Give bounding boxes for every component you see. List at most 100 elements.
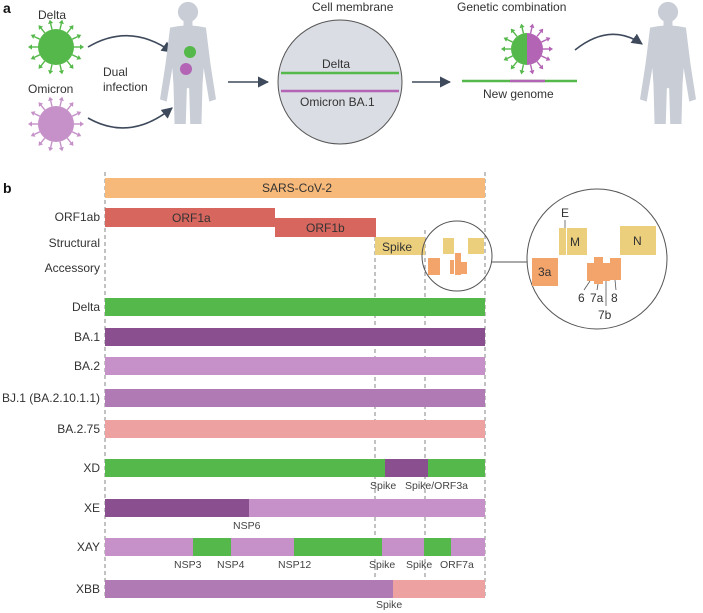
panel-a: a Delta Omicron Dual infection Cell memb… [3,0,696,152]
bj1-genome-bar [105,389,485,407]
xay-nsp12-label: NSP12 [278,559,311,571]
host-omicron-dot [180,63,192,75]
zoom-e-label: E [561,206,569,220]
sars-cov-2-label: SARS-CoV-2 [262,181,332,195]
xbb-bj1-segment [105,580,393,598]
zoom-7b-label: 7b [598,308,612,322]
zoom-8-block [610,258,621,280]
zoom-7a-label: 7a [590,291,604,305]
infected-host-icon [160,1,216,125]
orf1ab-row-label: ORF1ab [55,210,101,224]
omicron-virus-icon [28,96,84,152]
arrow-delta-to-host [87,34,173,53]
new-genome-label: New genome [483,87,554,101]
host-delta-dot [184,46,196,58]
panel-a-label: a [3,0,11,16]
zoom-n-label: N [633,234,642,248]
xd-spike-label: Spike [370,480,396,492]
zoom-m-block [567,228,587,255]
genetic-combination-title: Genetic combination [457,0,566,14]
nucleocapsid-gene-block [468,238,484,254]
ba2-genome-bar [105,357,485,375]
omicron-label: Omicron [28,82,73,96]
ba2-row-label: BA.2 [74,359,100,373]
dual-infection-line1: Dual [103,65,128,79]
dual-infection-line2: infection [103,80,148,94]
xe-row-label: XE [84,501,100,515]
zoom-6-block [587,263,594,281]
xay-delta-segment-3 [424,538,451,556]
arrow-to-new-host [574,33,643,51]
zoom-7a-leader [596,283,599,291]
xd-delta-segment-1 [105,459,385,477]
xay-nsp4-label: NSP4 [217,559,245,571]
xay-ba2-segment-2 [231,538,294,556]
zoom-8-leader [614,279,617,291]
ba1-row-label: BA.1 [74,330,100,344]
delta-label: Delta [38,8,66,22]
zoom-3a-block [532,258,558,286]
xd-ba1-segment [385,459,428,477]
orf6-gene-block [450,260,454,274]
sars-cov-2-bar [105,178,485,198]
xd-delta-segment-2 [428,459,485,477]
recombinant-host-icon [640,1,696,125]
orf1a-label: ORF1a [172,211,211,225]
delta-virus-icon [28,19,84,75]
xay-ba2-segment-4 [451,538,485,556]
xay-spike-label-2: Spike [406,559,432,571]
accessory-row-label: Accessory [45,261,100,275]
ba275-genome-bar [105,420,485,438]
zoom-7a-block [594,257,603,284]
zoom-6-leader [583,280,591,291]
orf3a-gene-block [428,258,440,275]
zoom-6-label: 6 [578,291,585,305]
zoom-e-block [559,228,566,255]
structural-row-label: Structural [49,236,100,250]
xbb-ba275-segment [393,580,485,598]
arrow-omicron-to-host [87,107,173,129]
xay-delta-segment-2 [294,538,382,556]
xe-ba1-segment [105,499,249,517]
orf8-gene-block [461,262,467,274]
delta-genome-bar [105,298,485,316]
ba1-genome-bar [105,328,485,346]
spike-label: Spike [382,240,412,254]
xay-spike-label-1: Spike [369,559,395,571]
zoom-3a-label: 3a [538,265,552,279]
xd-row-label: XD [83,461,100,475]
spike-bar [375,237,425,255]
panel-b-label: b [3,180,12,196]
zoom-n-block [620,226,656,255]
zoom-m-label: M [570,235,580,249]
xbb-spike-label: Spike [376,599,402,611]
hybrid-virus-icon [501,23,553,75]
ba275-row-label: BA.2.75 [57,422,100,436]
xe-nsp6-label: NSP6 [233,520,261,532]
membrane-delta-label: Delta [322,57,350,71]
xe-ba2-segment [249,499,485,517]
zoom-8-label: 8 [611,291,618,305]
bj1-row-label: BJ.1 (BA.2.10.1.1) [2,391,100,405]
delta-row-label: Delta [72,300,100,314]
orf7-gene-block [455,253,461,275]
cell-membrane-circle [277,19,403,145]
xd-spike-orf3a-label: Spike/ORF3a [405,480,468,492]
xay-row-label: XAY [77,540,100,554]
zoom-7b-block [603,263,610,281]
orf1b-bar [275,218,376,237]
membrane-gene-block [443,238,454,254]
panel-b: b SARS-CoV-2 ORF1ab Structural Accessory… [2,172,668,611]
xbb-row-label: XBB [76,582,100,596]
orf1a-bar [105,208,275,227]
xay-orf7a-label: ORF7a [440,559,474,571]
xay-nsp3-label: NSP3 [174,559,202,571]
cell-membrane-title: Cell membrane [312,0,394,14]
xay-ba2-segment-1 [105,538,193,556]
xay-delta-segment-1 [193,538,231,556]
orf1b-label: ORF1b [306,221,345,235]
membrane-omicron-label: Omicron BA.1 [300,95,375,109]
xay-ba2-segment-3 [382,538,424,556]
zoom-lens-small [421,220,493,292]
